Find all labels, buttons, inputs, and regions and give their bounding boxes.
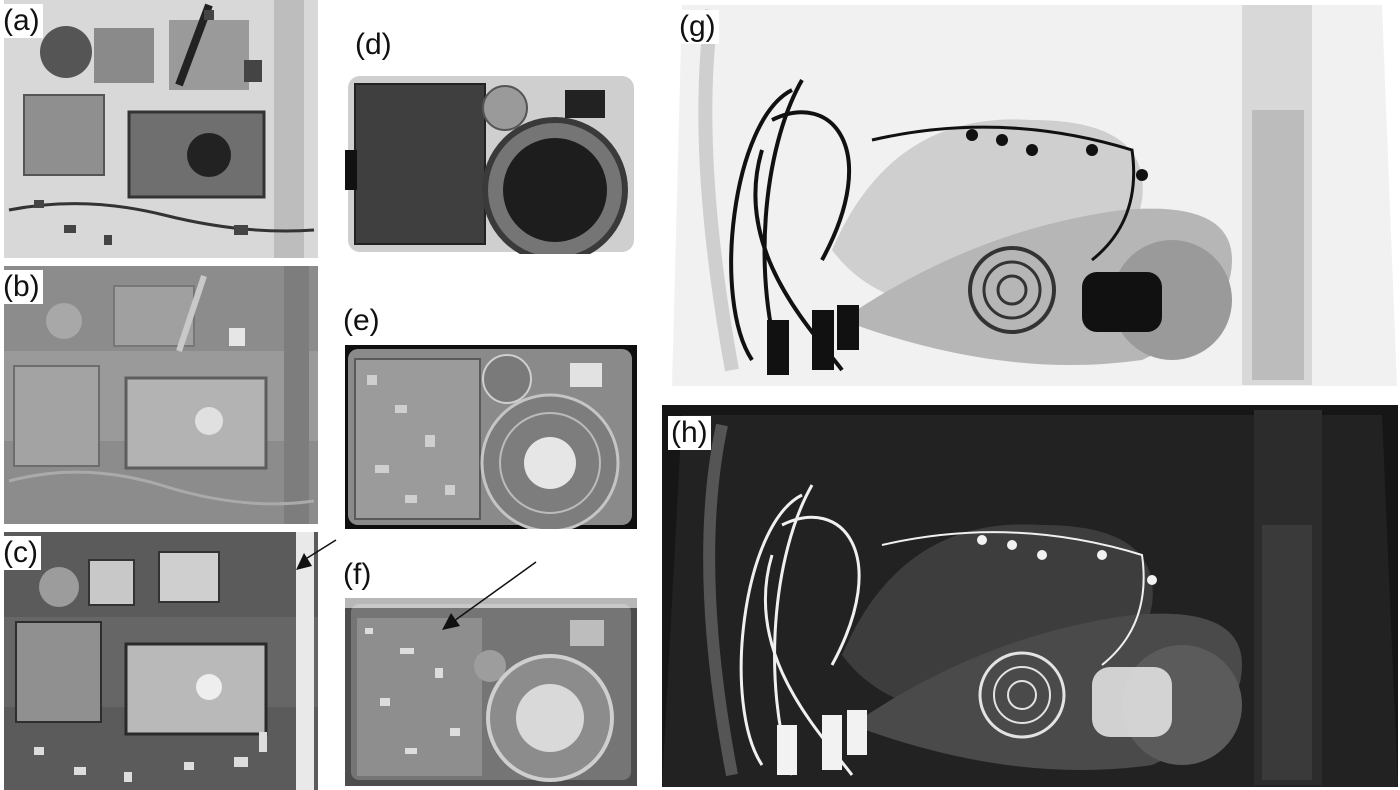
panel-c-image [4, 532, 318, 790]
panel-g-image [672, 0, 1398, 386]
panel-b-label: (b) [0, 270, 43, 304]
panel-d-label: (d) [352, 28, 395, 62]
panel-h-image [662, 405, 1398, 787]
panel-e-image [345, 345, 637, 529]
panel-d-image [345, 70, 637, 254]
panel-a-image [4, 0, 318, 258]
panel-h-label: (h) [668, 416, 711, 450]
panel-a-label: (a) [0, 4, 43, 38]
panel-c-label: (c) [0, 536, 41, 570]
panel-e-label: (e) [340, 304, 383, 338]
panel-g-label: (g) [676, 10, 719, 44]
panel-b-image [4, 266, 318, 524]
panel-f-image [345, 598, 637, 786]
panel-f-label: (f) [340, 558, 375, 592]
